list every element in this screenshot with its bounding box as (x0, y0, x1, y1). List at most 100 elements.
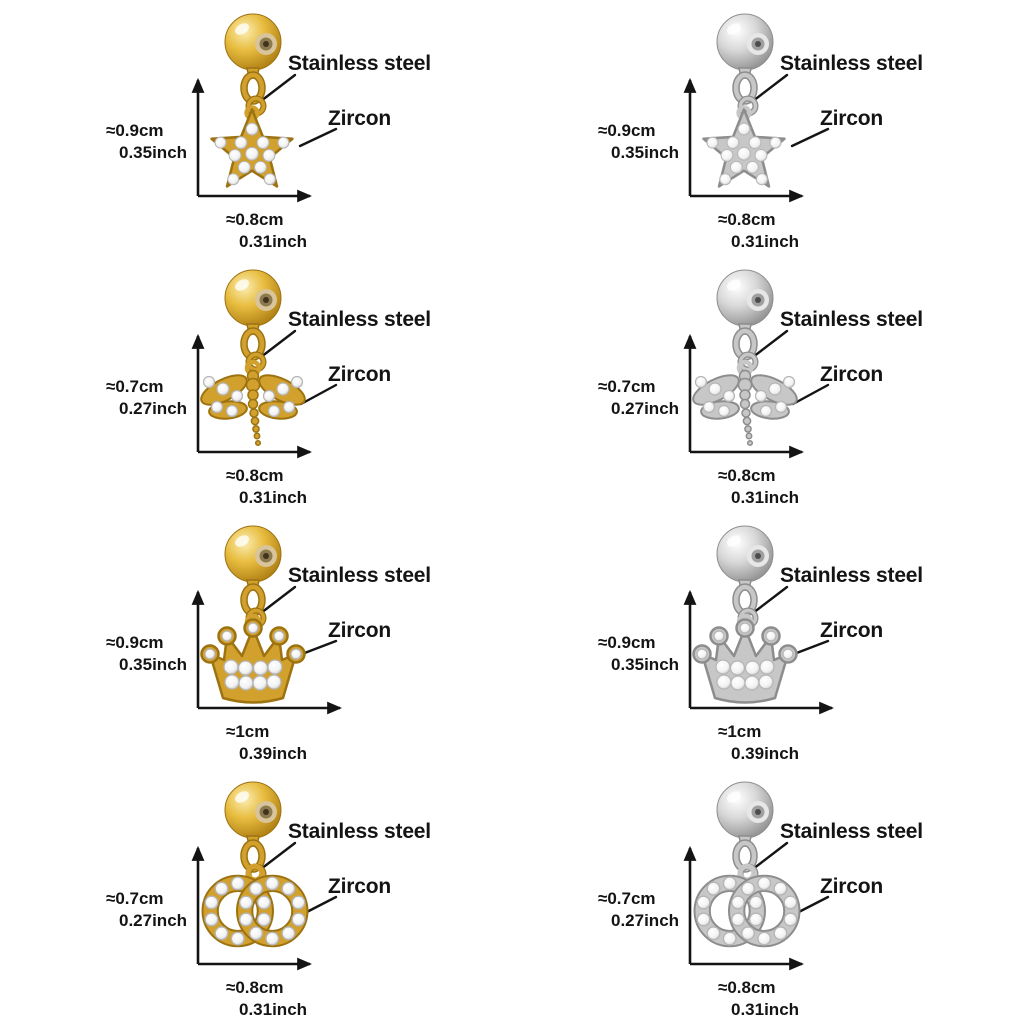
star-gold-illustration (191, 13, 338, 203)
silver-star-charm (703, 13, 785, 187)
dimension-axes (683, 77, 805, 203)
stainless-steel-label: Stainless steel (288, 308, 431, 331)
height-inch: 0.27inch (611, 911, 680, 930)
height-cm: ≈0.9cm (106, 121, 164, 140)
panel-rings-silver: Stainless steel Zircon ≈0.7cm 0.27inch ≈… (492, 768, 1004, 1024)
zircon-pointer-line (300, 639, 338, 656)
stainless-steel-pointer-line (259, 841, 297, 871)
panel-star-silver: Stainless steel Zircon ≈0.9cm 0.35inch ≈… (492, 0, 1004, 256)
height-dimension: ≈0.7cm 0.27inch (106, 376, 187, 420)
height-cm: ≈0.7cm (106, 889, 164, 908)
height-cm: ≈0.9cm (598, 633, 656, 652)
height-dimension: ≈0.9cm 0.35inch (598, 120, 679, 164)
zircon-label: Zircon (820, 619, 883, 642)
width-dimension: ≈1cm 0.39inch (718, 721, 799, 765)
width-cm: ≈0.8cm (226, 210, 284, 229)
zircon-label: Zircon (820, 107, 883, 130)
stainless-steel-pointer-line (259, 73, 297, 103)
crown-gold-illustration (191, 525, 343, 715)
height-inch: 0.35inch (611, 655, 680, 674)
gold-dragonfly-charm (196, 269, 310, 446)
width-cm: ≈0.8cm (226, 466, 284, 485)
height-inch: 0.35inch (611, 143, 680, 162)
stainless-steel-label: Stainless steel (780, 820, 923, 843)
width-cm: ≈1cm (226, 722, 270, 741)
height-inch: 0.27inch (611, 399, 680, 418)
star-silver-illustration (683, 13, 830, 203)
stainless-steel-label: Stainless steel (780, 308, 923, 331)
width-cm: ≈0.8cm (226, 978, 284, 997)
width-inch: 0.39inch (731, 744, 800, 763)
height-inch: 0.35inch (119, 143, 188, 162)
width-dimension: ≈1cm 0.39inch (226, 721, 307, 765)
zircon-pointer-line (299, 383, 338, 406)
width-dimension: ≈0.8cm 0.31inch (718, 465, 799, 509)
silver-dragonfly-charm (688, 269, 802, 446)
panel-star-gold: Stainless steel Zircon ≈0.9cm 0.35inch ≈… (0, 0, 512, 256)
silver-double-ring-charm (697, 781, 797, 945)
panel-dragonfly-gold: Stainless steel Zircon ≈0.7cm 0.27inch ≈… (0, 256, 512, 512)
gold-crown-charm (200, 525, 306, 704)
width-dimension: ≈0.8cm 0.31inch (226, 977, 307, 1021)
height-cm: ≈0.7cm (598, 377, 656, 396)
dimension-axes (191, 845, 313, 971)
width-inch: 0.31inch (731, 1000, 800, 1019)
zircon-label: Zircon (328, 875, 391, 898)
zircon-pointer-line (791, 383, 830, 406)
dimension-axes (191, 77, 313, 203)
stainless-steel-pointer-line (751, 841, 789, 871)
rings-silver-illustration (683, 781, 830, 971)
dragonfly-gold-illustration (191, 269, 338, 459)
panel-dragonfly-silver: Stainless steel Zircon ≈0.7cm 0.27inch ≈… (492, 256, 1004, 512)
dragonfly-silver-illustration (683, 269, 830, 459)
width-cm: ≈0.8cm (718, 210, 776, 229)
zircon-pointer-line (790, 127, 830, 148)
gold-star-charm (211, 13, 293, 187)
panel-crown-silver: Stainless steel Zircon ≈0.9cm 0.35inch ≈… (492, 512, 1004, 768)
zircon-label: Zircon (328, 619, 391, 642)
width-cm: ≈0.8cm (718, 978, 776, 997)
height-inch: 0.27inch (119, 911, 188, 930)
dimension-axes (191, 333, 313, 459)
zircon-label: Zircon (820, 875, 883, 898)
width-cm: ≈0.8cm (718, 466, 776, 485)
silver-crown-charm (692, 525, 798, 704)
width-dimension: ≈0.8cm 0.31inch (226, 209, 307, 253)
height-dimension: ≈0.7cm 0.27inch (598, 376, 679, 420)
rings-gold-illustration (191, 781, 338, 971)
stainless-steel-pointer-line (259, 329, 297, 359)
panel-crown-gold: Stainless steel Zircon ≈0.9cm 0.35inch ≈… (0, 512, 512, 768)
height-dimension: ≈0.9cm 0.35inch (106, 120, 187, 164)
stainless-steel-label: Stainless steel (780, 52, 923, 75)
stainless-steel-label: Stainless steel (780, 564, 923, 587)
stainless-steel-pointer-line (751, 585, 789, 615)
width-dimension: ≈0.8cm 0.31inch (718, 977, 799, 1021)
width-dimension: ≈0.8cm 0.31inch (718, 209, 799, 253)
height-cm: ≈0.9cm (598, 121, 656, 140)
dimension-axes (683, 845, 805, 971)
height-dimension: ≈0.9cm 0.35inch (598, 632, 679, 676)
width-inch: 0.31inch (731, 232, 800, 251)
gold-double-ring-charm (205, 781, 305, 945)
height-dimension: ≈0.7cm 0.27inch (598, 888, 679, 932)
zircon-label: Zircon (328, 107, 391, 130)
zircon-label: Zircon (820, 363, 883, 386)
stainless-steel-label: Stainless steel (288, 52, 431, 75)
width-inch: 0.31inch (239, 488, 308, 507)
height-inch: 0.35inch (119, 655, 188, 674)
width-inch: 0.31inch (731, 488, 800, 507)
stainless-steel-pointer-line (259, 585, 297, 615)
height-cm: ≈0.9cm (106, 633, 164, 652)
dimension-axes (683, 333, 805, 459)
stainless-steel-pointer-line (751, 73, 789, 103)
width-inch: 0.39inch (239, 744, 308, 763)
height-cm: ≈0.7cm (598, 889, 656, 908)
height-cm: ≈0.7cm (106, 377, 164, 396)
panel-rings-gold: Stainless steel Zircon ≈0.7cm 0.27inch ≈… (0, 768, 512, 1024)
width-inch: 0.31inch (239, 1000, 308, 1019)
width-dimension: ≈0.8cm 0.31inch (226, 465, 307, 509)
crown-silver-illustration (683, 525, 835, 715)
dimension-axes (683, 589, 835, 715)
width-cm: ≈1cm (718, 722, 762, 741)
